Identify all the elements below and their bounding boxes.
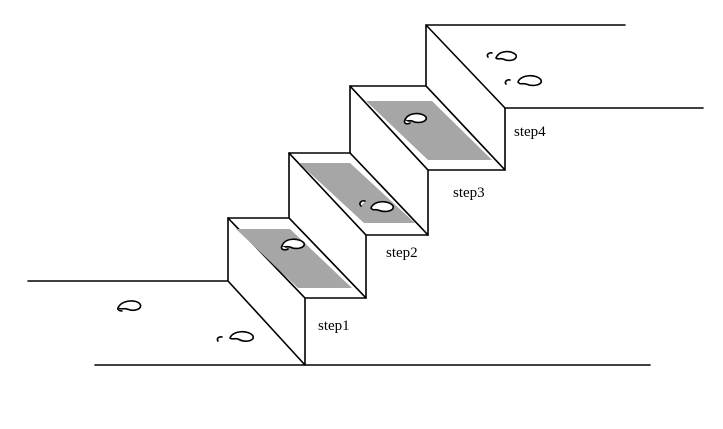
- footprint-icon: [359, 200, 395, 213]
- footprint-icon: [403, 112, 428, 125]
- step2-label: step2: [386, 245, 418, 261]
- step1-label: step1: [318, 318, 350, 334]
- step3-tread-shade: [366, 101, 492, 160]
- step3-label: step3: [453, 185, 485, 201]
- footprint-icon: [504, 74, 543, 87]
- footprint-icon: [216, 330, 255, 342]
- step1-tread-shade: [236, 229, 352, 288]
- footprint-icon: [116, 300, 142, 312]
- footprint-icon: [280, 238, 306, 251]
- step4-label: step4: [514, 124, 546, 140]
- footprint-icon: [486, 50, 518, 62]
